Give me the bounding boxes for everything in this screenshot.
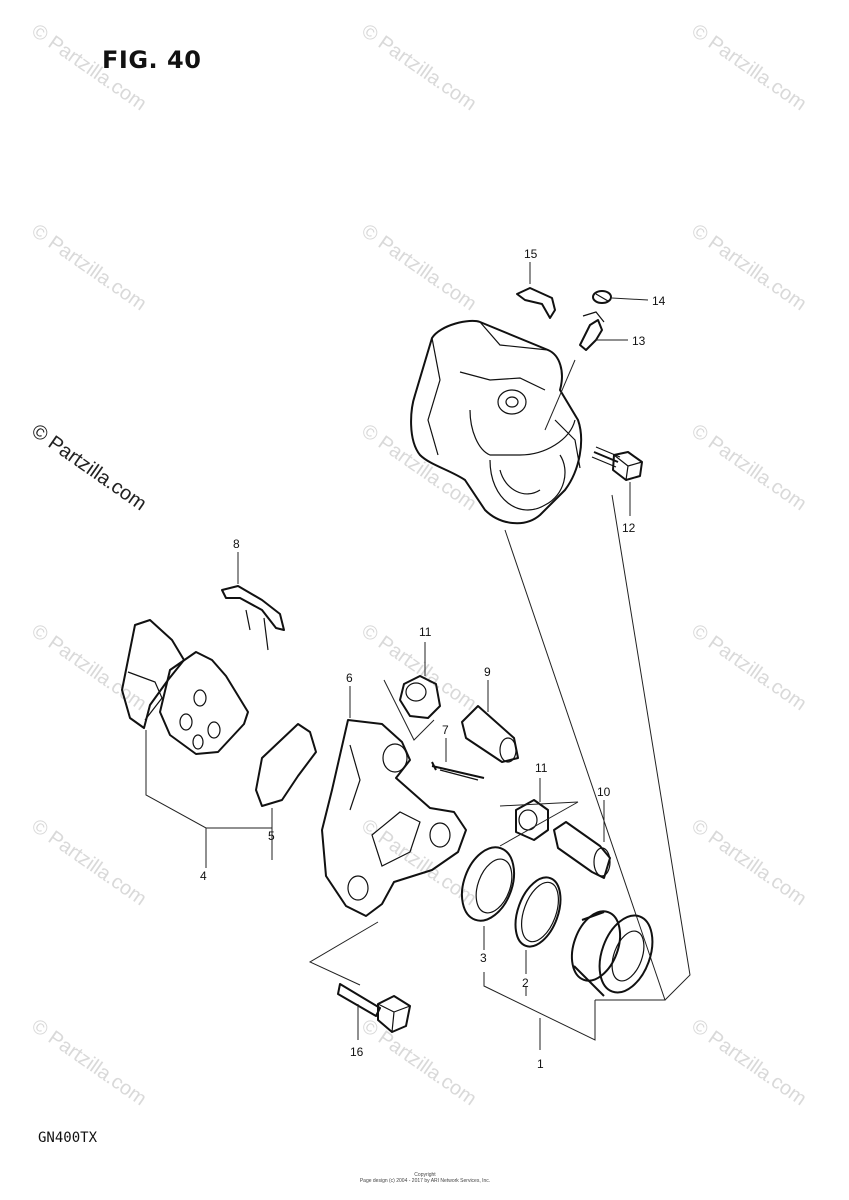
pin-bolt-10-drawing: [553, 821, 611, 879]
bolt-12-drawing: [591, 446, 643, 481]
caliper-bracket-6-drawing: [321, 719, 467, 917]
bolt-16-drawing: [337, 983, 411, 1033]
caliper-holder-drawing: [410, 319, 583, 525]
sleeve-9-drawing: [461, 705, 519, 763]
clip-15-drawing: [516, 287, 556, 319]
callout-7[interactable]: 7: [442, 723, 449, 737]
callout-13[interactable]: 13: [632, 334, 646, 348]
footer-line-1: Copyright: [414, 1172, 436, 1178]
callout-14[interactable]: 14: [652, 294, 666, 308]
dust-seal-3-drawing: [460, 846, 516, 922]
bleeder-valve-13-drawing: [579, 311, 605, 351]
callout-3[interactable]: 3: [480, 951, 487, 965]
footer-copyright: Copyright Page design (c) 2004 - 2017 by…: [300, 1172, 550, 1184]
callout-4[interactable]: 4: [200, 869, 207, 883]
callout-16[interactable]: 16: [350, 1045, 364, 1059]
callout-11-upper[interactable]: 11: [419, 625, 432, 639]
callout-1[interactable]: 1: [537, 1057, 544, 1071]
callout-2[interactable]: 2: [522, 976, 529, 990]
figure-title: FIG. 40: [102, 46, 202, 74]
pad-spring-8-drawing: [221, 585, 285, 651]
callout-5[interactable]: 5: [268, 829, 275, 843]
footer-line-2: Page design (c) 2004 - 2017 by ARI Netwo…: [359, 1178, 491, 1184]
callout-10[interactable]: 10: [597, 785, 611, 799]
boot-11-upper-drawing: [399, 675, 441, 719]
shim-5-drawing: [255, 723, 317, 807]
piston-seal-2-drawing: [514, 876, 562, 948]
cap-14-drawing: [592, 290, 612, 304]
callout-6[interactable]: 6: [346, 671, 353, 685]
pin-7-drawing: [431, 761, 485, 781]
callout-9[interactable]: 9: [484, 665, 491, 679]
callout-11-lower[interactable]: 11: [535, 761, 548, 775]
callout-12[interactable]: 12: [622, 521, 636, 535]
callout-15[interactable]: 15: [524, 247, 538, 261]
piston-1-drawing: [570, 910, 654, 997]
model-code: GN400TX: [38, 1130, 98, 1146]
brake-pads-4-drawing: [121, 619, 249, 755]
callout-8[interactable]: 8: [233, 537, 240, 551]
